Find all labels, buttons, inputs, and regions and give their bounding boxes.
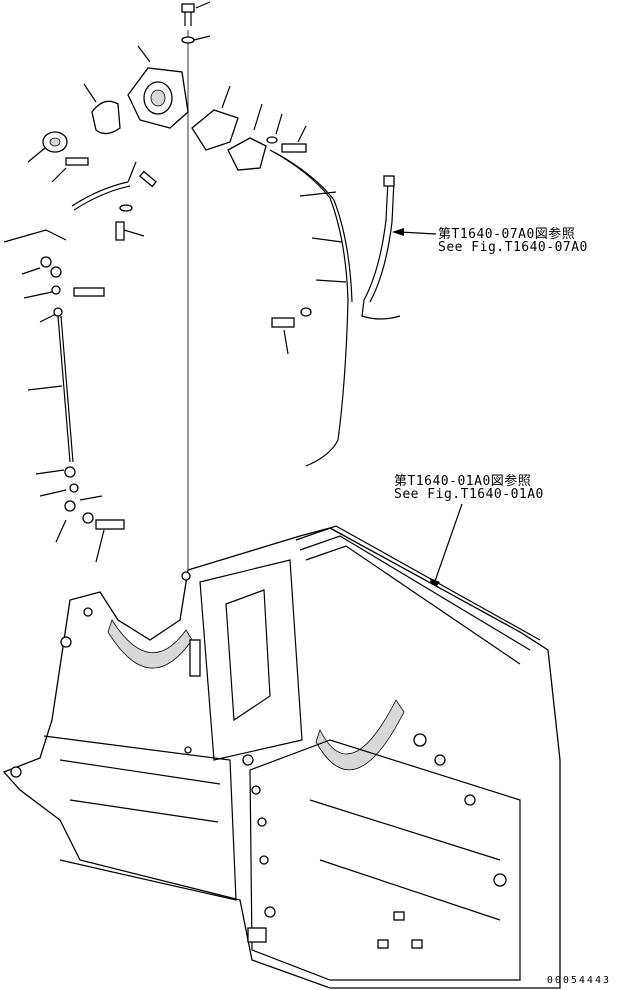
reference-1-jp: 第T1640-07A0図参照 (438, 227, 576, 242)
rod-joint-upper (3, 229, 105, 323)
reference-arrow-1 (392, 228, 437, 236)
reference-arrow-2 (430, 503, 463, 592)
main-frame (2, 525, 561, 989)
reference-2-jp: 第T1640-01A0図参照 (394, 474, 532, 489)
cover-plate-gasket (191, 85, 239, 151)
reference-1-en: See Fig.T1640-07A0 (438, 240, 588, 255)
top-bolt (181, 1, 211, 26)
wire-clamp-bolt (271, 307, 312, 355)
reference-2-en: See Fig.T1640-01A0 (394, 487, 544, 502)
linkage-lever (71, 161, 157, 211)
mount-bracket (127, 45, 189, 129)
harness-connector (361, 175, 401, 320)
linkage-bolt-small (115, 204, 145, 241)
control-rod (27, 307, 74, 463)
rod-joint-lower (35, 466, 125, 563)
rubber-cushion-lower (27, 131, 68, 163)
sensor-wire (269, 149, 353, 467)
top-washer (181, 35, 211, 44)
rubber-cushion-upper (83, 83, 121, 135)
bolt-washer-right (266, 113, 307, 153)
cover-plate (227, 103, 267, 171)
document-number: 00054443 (546, 975, 611, 986)
linkage-bolt-upper (51, 157, 89, 183)
